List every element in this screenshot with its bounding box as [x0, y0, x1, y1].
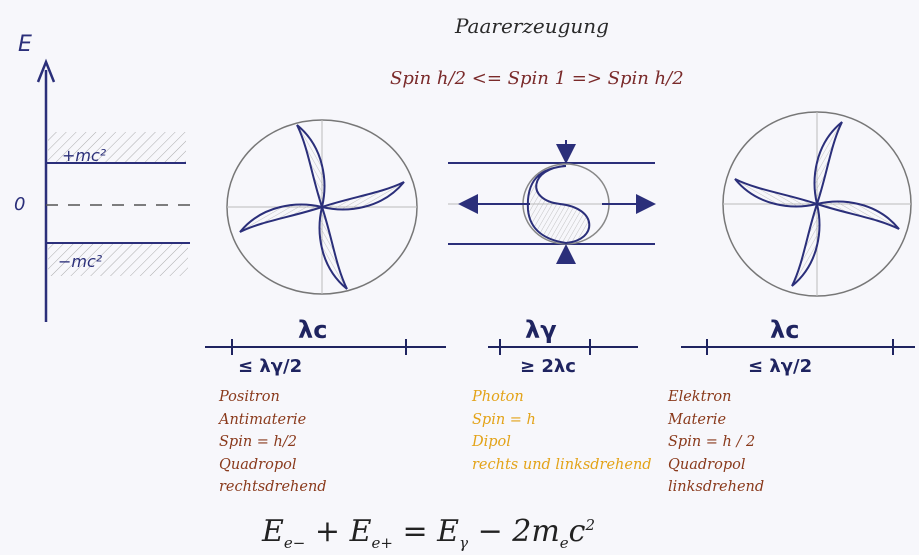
electron-quadrupole	[722, 111, 912, 297]
formula-term: E	[262, 514, 284, 549]
electron-line: Spin = h / 2	[668, 434, 756, 450]
positron-description: Positron Antimaterie Spin = h/2 Quadropo…	[219, 386, 327, 499]
upper-band-hatch	[48, 132, 186, 162]
lower-band-label: −mc²	[58, 252, 103, 271]
zero-label: 0	[14, 194, 26, 215]
scale-photon	[488, 339, 638, 355]
formula-subscript: e−	[283, 534, 306, 552]
formula-term: E	[437, 514, 460, 549]
diagram-title: Paarerzeugung	[455, 14, 609, 38]
positron-line: Quadropol	[219, 456, 297, 473]
formula-subscript: γ	[459, 534, 469, 552]
positron-line: rechtsdrehend	[219, 479, 327, 495]
electron-description: Elektron Materie Spin = h / 2 Quadropol …	[668, 386, 764, 499]
photon-condition: ≥ 2λc	[520, 356, 576, 377]
energy-formula: Ee− + Ee+ = Eγ − 2mec2	[262, 514, 595, 552]
formula-operator: − 2m	[468, 514, 560, 549]
formula-subscript: e	[559, 534, 569, 552]
photon-description: Photon Spin = h Dipol rechts und linksdr…	[472, 386, 652, 476]
formula-subscript: e+	[371, 534, 393, 552]
electron-wavelength-label: λc	[770, 316, 800, 344]
photon-line: Dipol	[472, 434, 511, 450]
electron-line: linksdrehend	[668, 479, 765, 495]
energy-axis-label: E	[18, 32, 32, 57]
formula-exponent: 2	[585, 516, 596, 534]
positron-line: Spin = h/2	[219, 434, 298, 450]
formula-operator: =	[392, 514, 438, 549]
photon-wavelength-label: λγ	[525, 316, 557, 344]
electron-line: Quadropol	[668, 456, 746, 473]
photon-line: rechts und linksdrehend	[472, 456, 652, 473]
positron-line: Antimaterie	[219, 411, 307, 428]
formula-term: E	[349, 514, 372, 549]
formula-term: c	[568, 514, 586, 549]
photon-line: Photon	[472, 389, 524, 405]
electron-line: Materie	[668, 411, 727, 428]
positron-wavelength-label: λc	[298, 316, 328, 344]
positron-quadrupole	[226, 119, 418, 295]
positron-condition: ≤ λγ/2	[238, 356, 303, 377]
lower-band-hatch	[48, 244, 188, 276]
spin-subtitle: Spin h/2 <= Spin 1 => Spin h/2	[390, 68, 684, 89]
positron-line: Positron	[219, 389, 280, 405]
scale-positron	[205, 339, 446, 355]
photon-line: Spin = h	[472, 411, 536, 428]
electron-condition: ≤ λγ/2	[748, 356, 813, 377]
energy-axis-arrowhead	[36, 58, 56, 83]
upper-band-label: +mc²	[62, 146, 107, 165]
energy-diagram	[36, 58, 190, 322]
formula-operator: +	[305, 514, 350, 549]
scale-electron	[681, 339, 915, 355]
electron-line: Elektron	[668, 389, 732, 405]
photon-dipole	[448, 140, 656, 264]
